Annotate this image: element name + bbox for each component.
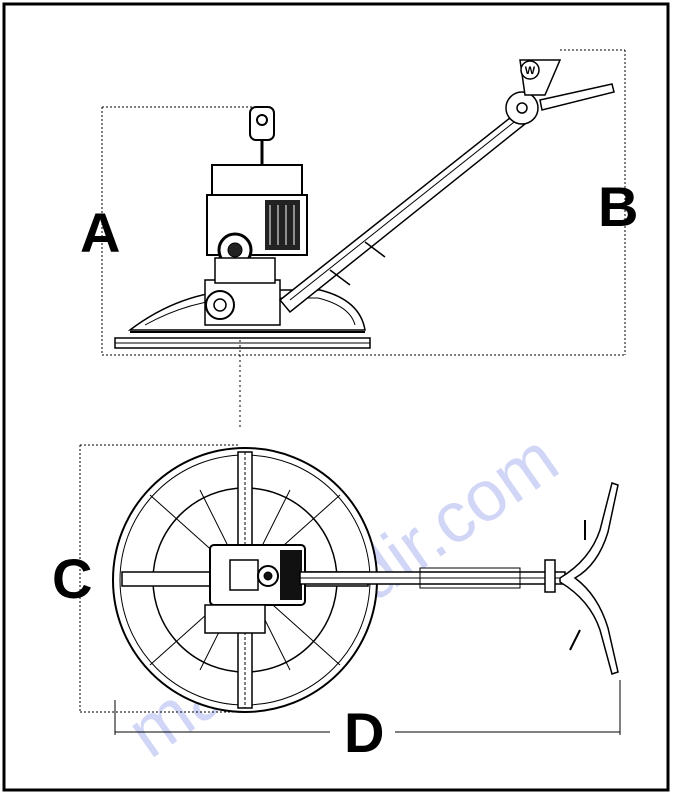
throttle-lever <box>539 83 615 111</box>
w-logo-letter: W <box>525 65 536 77</box>
handlebar-top <box>559 482 619 675</box>
top-dimension-lines <box>79 444 240 713</box>
dimension-label-a: A <box>80 201 120 264</box>
dimension-label-d: D <box>344 701 384 764</box>
side-view: W <box>101 49 626 356</box>
lifting-eye <box>249 106 275 141</box>
engine-fuel-tank <box>211 164 303 196</box>
side-dimension-lines <box>101 49 626 356</box>
dimension-label-b: B <box>598 175 638 238</box>
overall-length-line <box>114 680 621 735</box>
pitch-control-wheel <box>505 91 539 125</box>
w-logo-mark <box>520 60 540 80</box>
dimension-label-c: C <box>52 547 92 610</box>
handle-side <box>278 108 532 314</box>
top-view <box>79 444 621 735</box>
